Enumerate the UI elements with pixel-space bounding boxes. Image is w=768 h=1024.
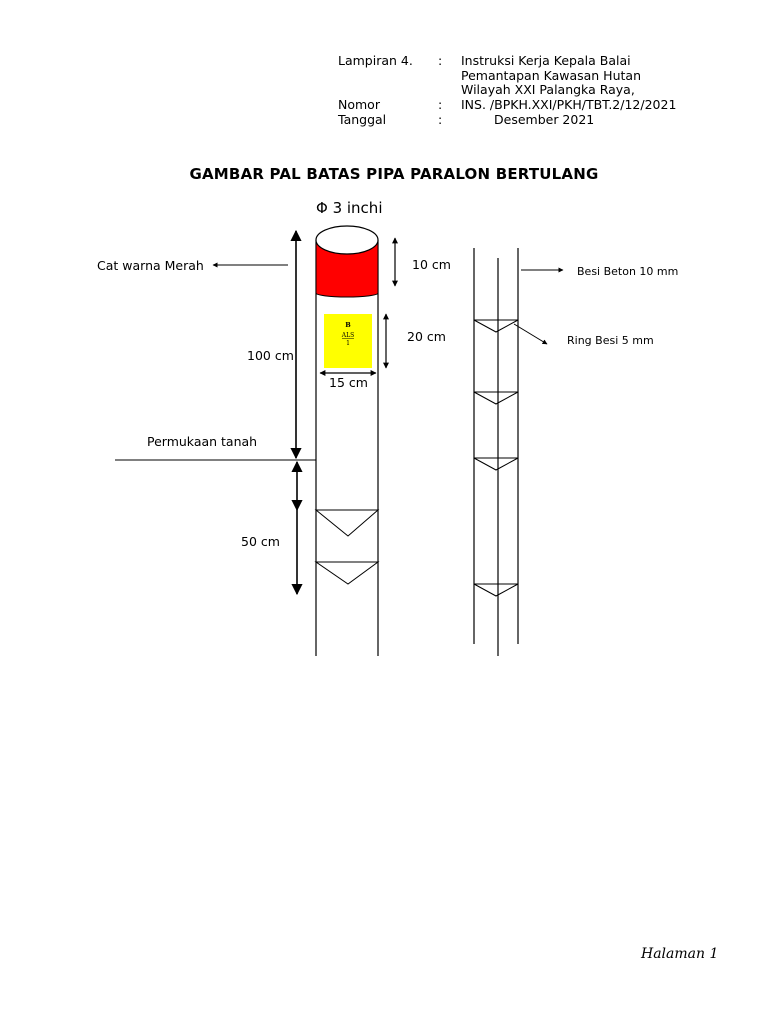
below-ground-label: 50 cm — [241, 534, 280, 549]
page-title: GAMBAR PAL BATAS PIPA PARALON BERTULANG — [189, 165, 599, 183]
lampiran-colon: : — [438, 53, 443, 68]
pvc-pipe — [315, 240, 379, 656]
red-cap-bottom — [315, 292, 379, 298]
plate-height-label: 20 cm — [407, 329, 446, 344]
ring-pointer-arrow — [513, 323, 548, 345]
diameter-label: Φ 3 inchi — [316, 199, 383, 217]
rebar-ring-3 — [473, 457, 519, 471]
rebar-rings — [473, 319, 519, 597]
nomor-value: INS. /BPKH.XXI/PKH/TBT.2/12/2021 — [461, 97, 677, 112]
tanggal-label: Tanggal — [338, 112, 387, 127]
rebar-ring-4 — [473, 583, 519, 597]
ring-label: Ring Besi 5 mm — [567, 334, 654, 347]
rebar-label: Besi Beton 10 mm — [577, 265, 679, 278]
pipe-rings — [314, 509, 380, 585]
page-number: Halaman 1 — [641, 946, 719, 962]
nomor-colon: : — [438, 97, 443, 112]
lampiran-line-2: Pemantapan Kawasan Hutan — [461, 68, 641, 83]
lampiran-line-1: Instruksi Kerja Kepala Balai — [461, 53, 631, 68]
tanggal-value: Desember 2021 — [494, 112, 595, 127]
cap-height-label: 10 cm — [412, 257, 451, 272]
nomor-label: Nomor — [338, 97, 380, 112]
lampiran-line-3: Wilayah XXI Palangka Raya, — [461, 82, 635, 97]
yellow-plate — [324, 314, 372, 368]
plate-text-number: 1 — [346, 340, 350, 347]
pipe-ring-upper — [314, 509, 380, 537]
pipe-top-ellipse — [315, 225, 379, 255]
pipe-ring-lower — [314, 561, 380, 585]
red-cap-label: Cat warna Merah — [97, 258, 204, 273]
tanggal-colon: : — [438, 112, 443, 127]
lampiran-label: Lampiran 4. — [338, 53, 413, 68]
plate-width-label: 15 cm — [329, 375, 368, 390]
rebar-ring-2 — [473, 391, 519, 405]
above-ground-label: 100 cm — [247, 348, 294, 363]
rebar-cage — [473, 248, 519, 656]
plate-text-b: B — [345, 321, 351, 329]
plate-text-als: ALS — [341, 332, 354, 339]
rebar-ring-1 — [473, 319, 519, 333]
ground-label: Permukaan tanah — [147, 434, 258, 449]
